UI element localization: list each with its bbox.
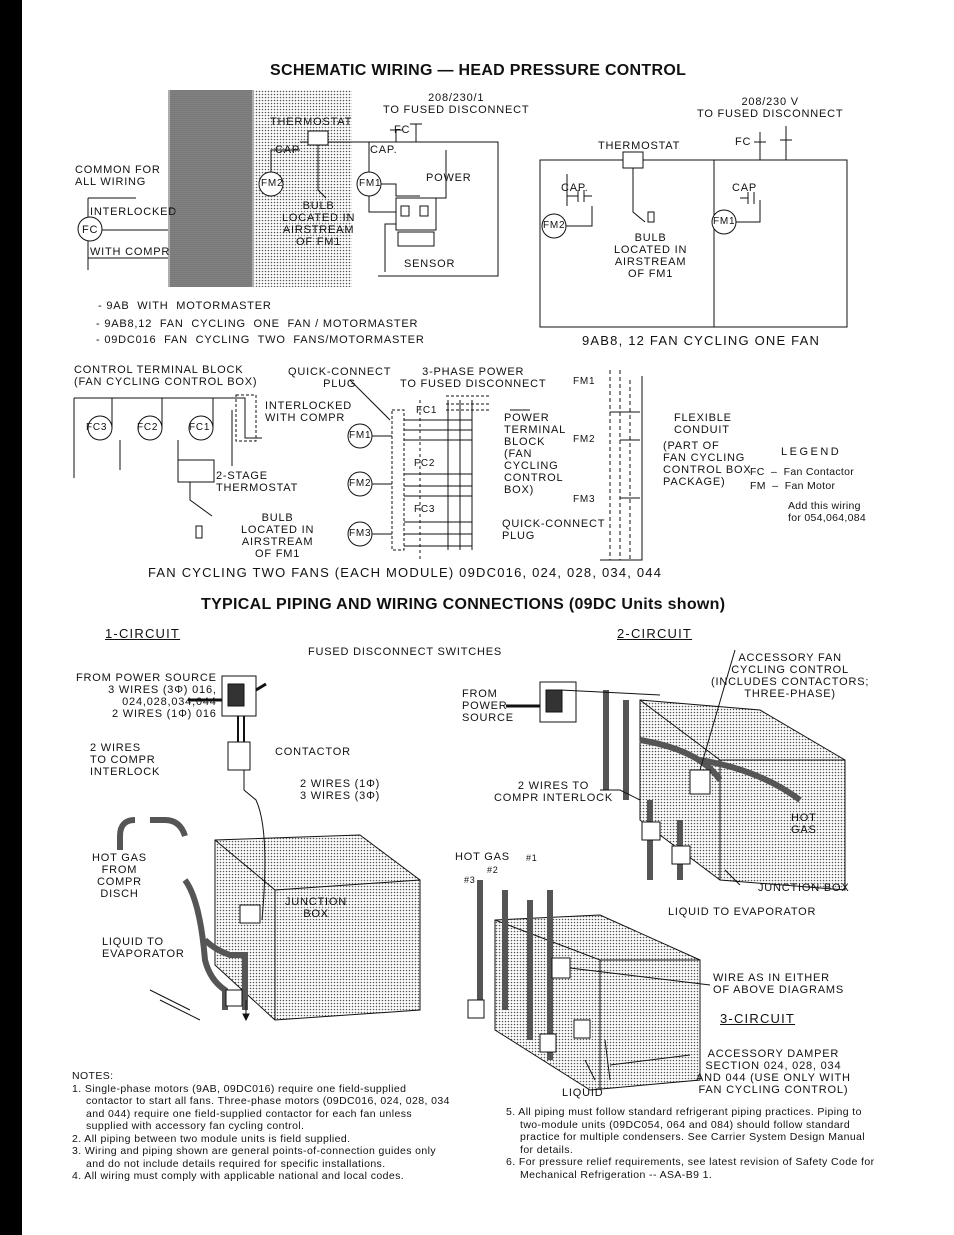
schematic-right xyxy=(539,126,848,328)
power-label: POWER xyxy=(426,172,472,184)
three-phase-label: 3-PHASE POWER TO FUSED DISCONNECT xyxy=(400,366,547,390)
circuit-2-label: #2 xyxy=(487,865,499,875)
wires-phase-label: 2 WIRES (1Φ) 3 WIRES (3Φ) xyxy=(300,778,381,802)
two-stage-thermostat-label: 2-STAGE THERMOSTAT xyxy=(216,470,299,494)
note-3: 3. Wiring and piping shown are general p… xyxy=(72,1145,437,1170)
one-circuit-label: 1-CIRCUIT xyxy=(105,626,181,641)
bulb-label: BULB LOCATED IN AIRSTREAM OF FM1 xyxy=(282,200,356,248)
thermostat-label: THERMOSTAT xyxy=(270,116,353,128)
legend-text: FC – Fan Contactor FM – Fan Motor xyxy=(750,466,855,492)
circuit-3-label: #3 xyxy=(464,875,476,885)
schematic-left xyxy=(77,90,499,287)
fc2-label: FC2 xyxy=(137,422,159,433)
liquid-evaporator-right-label: LIQUID TO EVAPORATOR xyxy=(668,906,817,918)
fm1-label: FM1 xyxy=(359,178,382,189)
right-fc-label: FC xyxy=(735,136,752,148)
junction-box-right-label: JUNCTION BOX xyxy=(758,882,850,894)
interlocked-label: INTERLOCKED xyxy=(90,206,178,218)
fan-fm2-label: FM2 xyxy=(349,478,372,489)
circuit-1-label: #1 xyxy=(526,853,538,863)
interlocked-compr-label: INTERLOCKED WITH COMPR xyxy=(265,400,353,424)
quick-connect-label: QUICK-CONNECT PLUG xyxy=(288,366,392,390)
note-1: 1. Single-phase motors (9AB, 09DC016) re… xyxy=(72,1082,450,1133)
contactor-label: CONTACTOR xyxy=(275,746,351,758)
fan-two-bulb-label: BULB LOCATED IN AIRSTREAM OF FM1 xyxy=(241,512,315,560)
fc3-label: FC3 xyxy=(86,422,108,433)
notes-right: 5. All piping must follow standard refri… xyxy=(506,1106,878,1181)
legend-9ab812: - 9AB8,12 FAN CYCLING ONE FAN / MOTORMAS… xyxy=(96,318,419,330)
hot-gas-right-label: HOT GAS xyxy=(455,851,510,863)
fan-fm1-label: FM1 xyxy=(349,430,372,441)
piping-one-circuit xyxy=(117,675,421,1022)
right-thermostat-label: THERMOSTAT xyxy=(598,140,681,152)
with-compr-label: WITH COMPR xyxy=(90,246,171,258)
fan-fcc-label: FC3 xyxy=(414,504,436,515)
accessory-damper-label: ACCESSORY DAMPER SECTION 024, 028, 034 A… xyxy=(696,1048,851,1096)
cap2-label: CAP. xyxy=(370,144,398,156)
two-circuit-label: 2-CIRCUIT xyxy=(617,626,693,641)
schematic-title: SCHEMATIC WIRING — HEAD PRESSURE CONTROL xyxy=(270,62,687,79)
note-4: 4. All wiring must comply with applicabl… xyxy=(72,1170,405,1182)
right-fm1-circle-label: FM1 xyxy=(573,376,596,387)
three-circuit-label: 3-CIRCUIT xyxy=(720,1011,796,1026)
junction-box-label: JUNCTION BOX xyxy=(285,896,348,920)
from-source-label: FROM POWER SOURCE 3 WIRES (3Φ) 016, 024,… xyxy=(76,672,217,720)
fan-fcb-label: FC2 xyxy=(414,458,436,469)
common-wiring-label: COMMON FOR ALL WIRING xyxy=(75,164,161,188)
right-fm2-circle-label: FM2 xyxy=(573,434,596,445)
note-6: 6. For pressure relief requirements, see… xyxy=(506,1156,875,1181)
fan-fm3-label: FM3 xyxy=(349,528,372,539)
fm2-label: FM2 xyxy=(261,178,284,189)
flexible-conduit-label: FLEXIBLE CONDUIT xyxy=(674,412,732,436)
right-fm3-circle-label: FM3 xyxy=(573,494,596,505)
power-terminal-block-label: POWER TERMINAL BLOCK (FAN CYCLING CONTRO… xyxy=(504,412,567,496)
legend-09dc016: - 09DC016 FAN CYCLING TWO FANS/MOTORMAST… xyxy=(96,334,425,346)
left-supply-label: 208/230/1 TO FUSED DISCONNECT xyxy=(383,92,530,116)
fc-symbol-label: FC xyxy=(82,224,99,236)
two-wires-interlock-label: 2 WIRES TO COMPR INTERLOCK xyxy=(90,742,161,778)
note-2: 2. All piping between two module units i… xyxy=(72,1132,351,1145)
wire-as-label: WIRE AS IN EITHER OF ABOVE DIAGRAMS xyxy=(713,972,844,996)
fan-two-wiring xyxy=(73,370,643,561)
note-5: 5. All piping must follow standard refri… xyxy=(506,1106,866,1156)
fan-two-caption: FAN CYCLING TWO FANS (EACH MODULE) 09DC0… xyxy=(148,565,663,580)
right-cap-r-label: CAP xyxy=(732,182,758,194)
legend-title: LEGEND xyxy=(781,446,842,458)
cap-label: CAP xyxy=(275,144,301,156)
right-fm2-label: FM2 xyxy=(543,220,566,231)
right-fm1-label: FM1 xyxy=(713,216,736,227)
hot-gas-label: HOT GAS FROM COMPR DISCH xyxy=(92,852,147,900)
sensor-label: SENSOR xyxy=(404,258,456,270)
right-cap-l-label: CAP. xyxy=(561,182,589,194)
fused-switches-label: FUSED DISCONNECT SWITCHES xyxy=(308,646,502,658)
right-supply-label: 208/230 V TO FUSED DISCONNECT xyxy=(697,96,844,120)
hot-gas-box-label: HOT GAS xyxy=(791,812,817,836)
notes-left: NOTES: 1. Single-phase motors (9AB, 09DC… xyxy=(72,1070,450,1183)
right-bulb-label: BULB LOCATED IN AIRSTREAM OF FM1 xyxy=(614,232,688,280)
scan-margin-bar xyxy=(0,0,22,1235)
from-power-label: FROM POWER SOURCE xyxy=(462,688,514,724)
accessory-fan-label: ACCESSORY FAN CYCLING CONTROL (INCLUDES … xyxy=(711,652,870,700)
liquid-bottom-label: LIQUID xyxy=(562,1087,604,1099)
add-wiring-label: Add this wiring for 054,064,084 xyxy=(788,500,867,524)
control-terminal-block-label: CONTROL TERMINAL BLOCK (FAN CYCLING CONT… xyxy=(74,364,258,388)
liquid-evaporator-label: LIQUID TO EVAPORATOR xyxy=(102,936,185,960)
part-of-package-label: (PART OF FAN CYCLING CONTROL BOX PACKAGE… xyxy=(663,440,752,488)
fc1-label: FC1 xyxy=(189,422,211,433)
fan-fca-label: FC1 xyxy=(416,405,438,416)
piping-two-circuit xyxy=(467,649,846,1091)
fc-left-label: FC xyxy=(394,124,411,136)
legend-9ab: - 9AB WITH MOTORMASTER xyxy=(98,300,272,312)
two-wires-right-label: 2 WIRES TO COMPR INTERLOCK xyxy=(494,780,613,804)
typical-title: TYPICAL PIPING AND WIRING CONNECTIONS (0… xyxy=(201,596,726,613)
right-schematic-caption: 9AB8, 12 FAN CYCLING ONE FAN xyxy=(582,333,821,348)
quick-connect2-label: QUICK-CONNECT PLUG xyxy=(502,518,606,542)
notes-title: NOTES: xyxy=(72,1070,114,1082)
